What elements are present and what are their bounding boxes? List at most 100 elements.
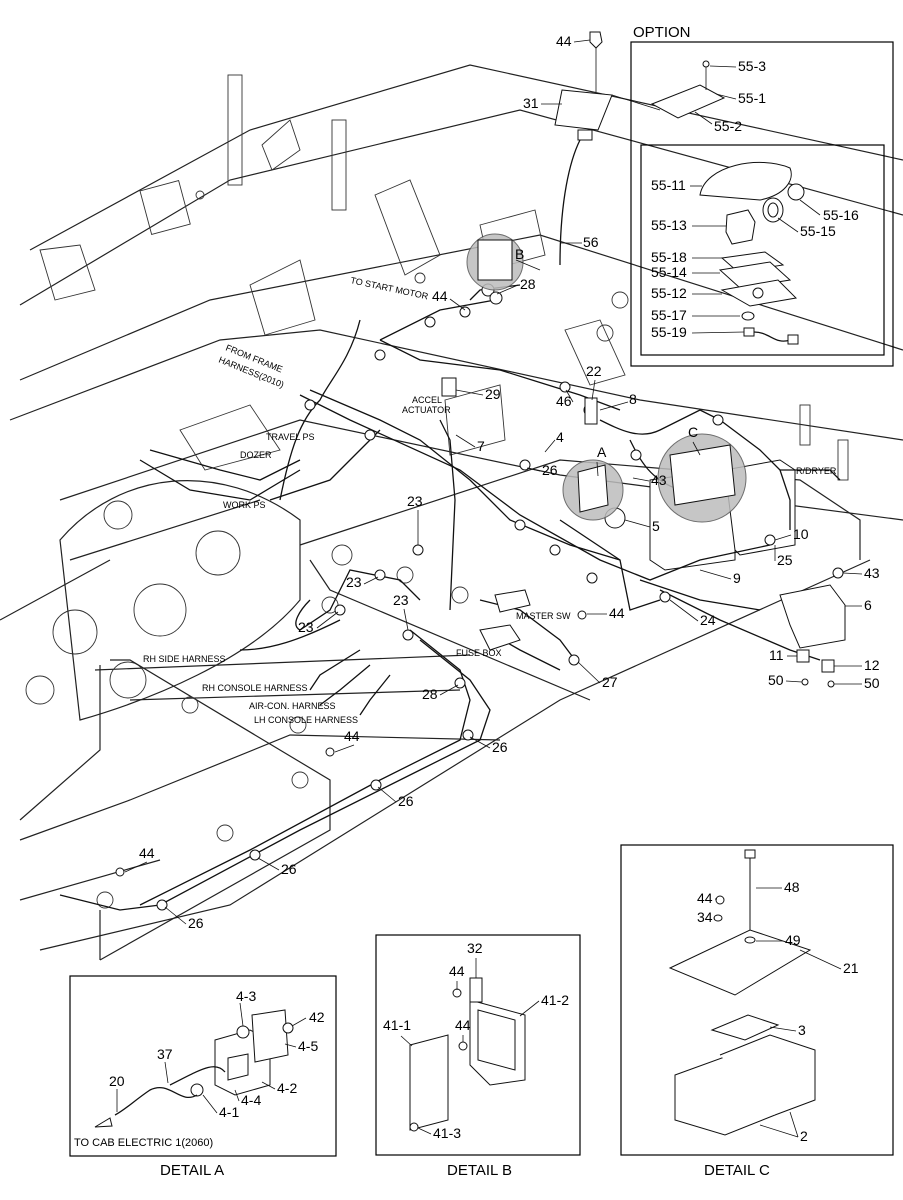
wiring-harness [59, 31, 846, 911]
callout-letter-B: B [515, 246, 524, 262]
option-label-55-19: 55-19 [651, 324, 687, 340]
part-label-7: 7 [477, 438, 485, 454]
part-label-44c: 44 [609, 605, 625, 621]
harness-note-work: WORK PS [223, 500, 266, 510]
part-label-28a: 28 [520, 276, 536, 292]
detail-c-caption: DETAIL C [704, 1162, 770, 1179]
part-label-25: 25 [777, 552, 793, 568]
option-label-55-12: 55-12 [651, 285, 687, 301]
part-label-43b: 43 [864, 565, 880, 581]
detail-callout-circles [466, 233, 747, 523]
detail-c-label-2: 2 [800, 1128, 808, 1144]
harness-note-travel: TRAVEL PS [266, 432, 315, 442]
part-label-56: 56 [583, 234, 599, 250]
part-label-44: 44 [556, 33, 572, 49]
harness-note-accel1: ACCEL [412, 395, 442, 405]
callout-letter-C: C [688, 424, 698, 440]
part-label-28b: 28 [422, 686, 438, 702]
detail-a-part-labels: 4-3 42 4-5 37 4-2 20 4-44-1 [109, 988, 325, 1120]
part-label-44b: 44 [432, 288, 448, 304]
part-label-26e: 26 [188, 915, 204, 931]
part-label-4: 4 [556, 429, 564, 445]
part-label-26d: 26 [281, 861, 297, 877]
detail-a-caption: DETAIL A [160, 1162, 224, 1179]
option-label-55-1: 55-1 [738, 90, 766, 106]
part-label-11: 11 [769, 647, 784, 663]
detail-b-label-44: 44 [449, 963, 465, 979]
option-label-55-3: 55-3 [738, 58, 766, 74]
part-label-6: 6 [864, 597, 872, 613]
detail-a-label-4-4: 4-4 [241, 1092, 261, 1108]
option-panel: OPTION [630, 24, 894, 367]
detail-b-panel: DETAIL B [375, 934, 581, 1179]
detail-a-label-4-5: 4-5 [298, 1038, 318, 1054]
detail-b-caption: DETAIL B [447, 1162, 512, 1179]
option-label-55-18: 55-18 [651, 249, 687, 265]
detail-b-label-41-2: 41-2 [541, 992, 569, 1008]
part-label-22: 22 [586, 363, 602, 379]
option-label-55-16: 55-16 [823, 207, 859, 223]
part-label-29: 29 [485, 386, 501, 402]
part-label-44d: 44 [344, 728, 360, 744]
part-label-12: 12 [864, 657, 880, 673]
option-label-55-2: 55-2 [714, 118, 742, 134]
option-label-55-17: 55-17 [651, 307, 687, 323]
harness-note-aircon: AIR-CON. HARNESS [249, 701, 336, 711]
option-label-55-11: 55-11 [651, 177, 686, 193]
part-label-23c: 23 [393, 592, 409, 608]
detail-a-note: TO CAB ELECTRIC 1(2060) [74, 1137, 213, 1149]
detail-a-panel: DETAIL A TO CAB ELECTRIC 1(2060) [69, 975, 337, 1179]
part-label-23a: 23 [407, 493, 423, 509]
leader-lines [124, 39, 863, 925]
harness-note-rhcons: RH CONSOLE HARNESS [202, 683, 308, 693]
detail-c-label-21: 21 [843, 960, 859, 976]
detail-c-label-44: 44 [697, 890, 713, 906]
detail-a-label-37: 37 [157, 1046, 173, 1062]
part-label-31: 31 [523, 95, 539, 111]
detail-c-label-48: 48 [784, 879, 800, 895]
part-label-46: 46 [556, 393, 572, 409]
part-label-26a: 26 [542, 462, 558, 478]
part-label-5: 5 [652, 518, 660, 534]
detail-c-label-34: 34 [697, 909, 713, 925]
option-label-55-14: 55-14 [651, 264, 687, 280]
detail-b-label-44b: 44 [455, 1017, 471, 1033]
harness-note-fuse: FUSE BOX [456, 648, 502, 658]
upper-frame-chassis [0, 64, 903, 961]
part-label-43a: 43 [651, 472, 667, 488]
detail-c-panel: DETAIL C [620, 844, 894, 1179]
detail-c-part-labels: 48 44 34 49 21 3 2 [697, 879, 859, 1144]
detail-b-label-32: 32 [467, 940, 483, 956]
part-label-23d: 23 [298, 619, 314, 635]
harness-note-rhside: RH SIDE HARNESS [143, 654, 226, 664]
harness-note-rdryer: R/DRYER [796, 466, 837, 476]
callout-letter-A: A [597, 444, 607, 460]
part-label-44e: 44 [139, 845, 155, 861]
part-label-27: 27 [602, 674, 618, 690]
option-label-55-13: 55-13 [651, 217, 687, 233]
harness-note-lhcons: LH CONSOLE HARNESS [254, 715, 358, 725]
detail-c-label-3: 3 [798, 1022, 806, 1038]
detail-a-label-4-1: 4-1 [219, 1104, 239, 1120]
part-label-8: 8 [629, 391, 637, 407]
harness-note-start: TO START MOTOR [350, 275, 430, 301]
detail-a-label-42: 42 [309, 1009, 325, 1025]
part-label-23b: 23 [346, 574, 362, 590]
part-label-9: 9 [733, 570, 741, 586]
harness-note-master: MASTER SW [516, 611, 571, 621]
detail-a-label-4-3: 4-3 [236, 988, 256, 1004]
detail-a-label-4-2: 4-2 [277, 1080, 297, 1096]
harness-note-accel2: ACTUATOR [402, 405, 451, 415]
option-label-55-15: 55-15 [800, 223, 836, 239]
part-label-26b: 26 [492, 739, 508, 755]
detail-c-label-49: 49 [785, 932, 801, 948]
detail-a-label-20: 20 [109, 1073, 125, 1089]
part-label-10: 10 [793, 526, 809, 542]
option-title: OPTION [633, 24, 691, 41]
part-label-50a: 50 [768, 672, 784, 688]
detail-b-label-41-3: 41-3 [433, 1125, 461, 1141]
detail-callout-letters: A B C [515, 246, 698, 460]
